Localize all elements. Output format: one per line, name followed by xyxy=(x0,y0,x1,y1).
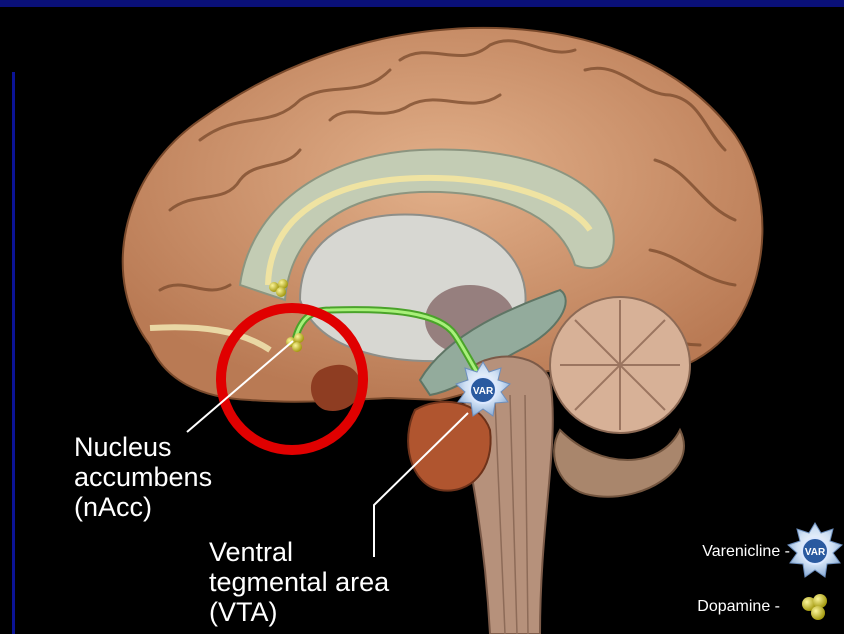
cerebellum-lower xyxy=(554,430,684,497)
legend-dopamine-label: Dopamine - xyxy=(640,598,780,616)
legend-varenicline-label: Varenicline - xyxy=(640,543,790,561)
legend-var-icon: VAR xyxy=(788,523,842,577)
var-badge-text: VAR xyxy=(473,386,494,397)
dopamine-molecule-icon xyxy=(802,594,827,620)
label-nucleus-accumbens: Nucleus accumbens (nAcc) xyxy=(74,432,212,522)
pons xyxy=(408,402,491,491)
label-ventral-tegmental-area: Ventral tegmental area (VTA) xyxy=(209,537,389,627)
legend-var-icon-text: VAR xyxy=(805,547,826,558)
